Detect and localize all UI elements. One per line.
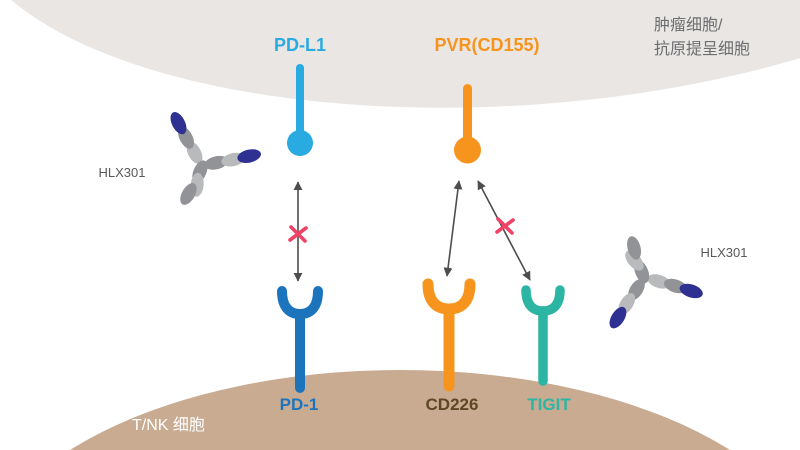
hlx301-label-right: HLX301: [701, 245, 748, 260]
pvr-ligand-stem: [463, 84, 472, 148]
tnk-cell: [70, 370, 730, 450]
cd226-receptor: [422, 278, 476, 392]
tigit-label: TIGIT: [527, 395, 571, 414]
pvr-label: PVR(CD155): [434, 35, 539, 55]
pd1-receptor: [277, 286, 323, 393]
tnk-cell-label: T/NK 细胞: [132, 416, 205, 434]
hlx301-label-left: HLX301: [99, 165, 146, 180]
tigit-receptor: [521, 285, 565, 386]
pd1-label: PD-1: [280, 395, 319, 414]
pdl1-label: PD-L1: [274, 35, 326, 55]
pdl1-ligand-head: [287, 130, 313, 156]
hlx301-antibody-left: [135, 106, 267, 228]
pdl1-ligand-stem: [296, 64, 304, 138]
cd226-label: CD226: [426, 395, 479, 414]
interaction-arrow-pvr-cd226: [443, 180, 463, 277]
pvr-ligand-head: [454, 136, 481, 164]
tumor-cell-label-line2: 抗原提呈细胞: [654, 40, 750, 58]
hlx301-antibody-right: [580, 218, 709, 335]
tumor-cell-label-line1: 肿瘤细胞/: [654, 16, 723, 34]
pvr-ligand: [454, 84, 481, 164]
pdl1-ligand: [287, 64, 313, 156]
blocked-x-pdl1-pd1: [288, 225, 308, 243]
blocked-x-pvr-tigit: [495, 217, 515, 235]
interaction-arrow-pvr-tigit: [477, 180, 531, 281]
